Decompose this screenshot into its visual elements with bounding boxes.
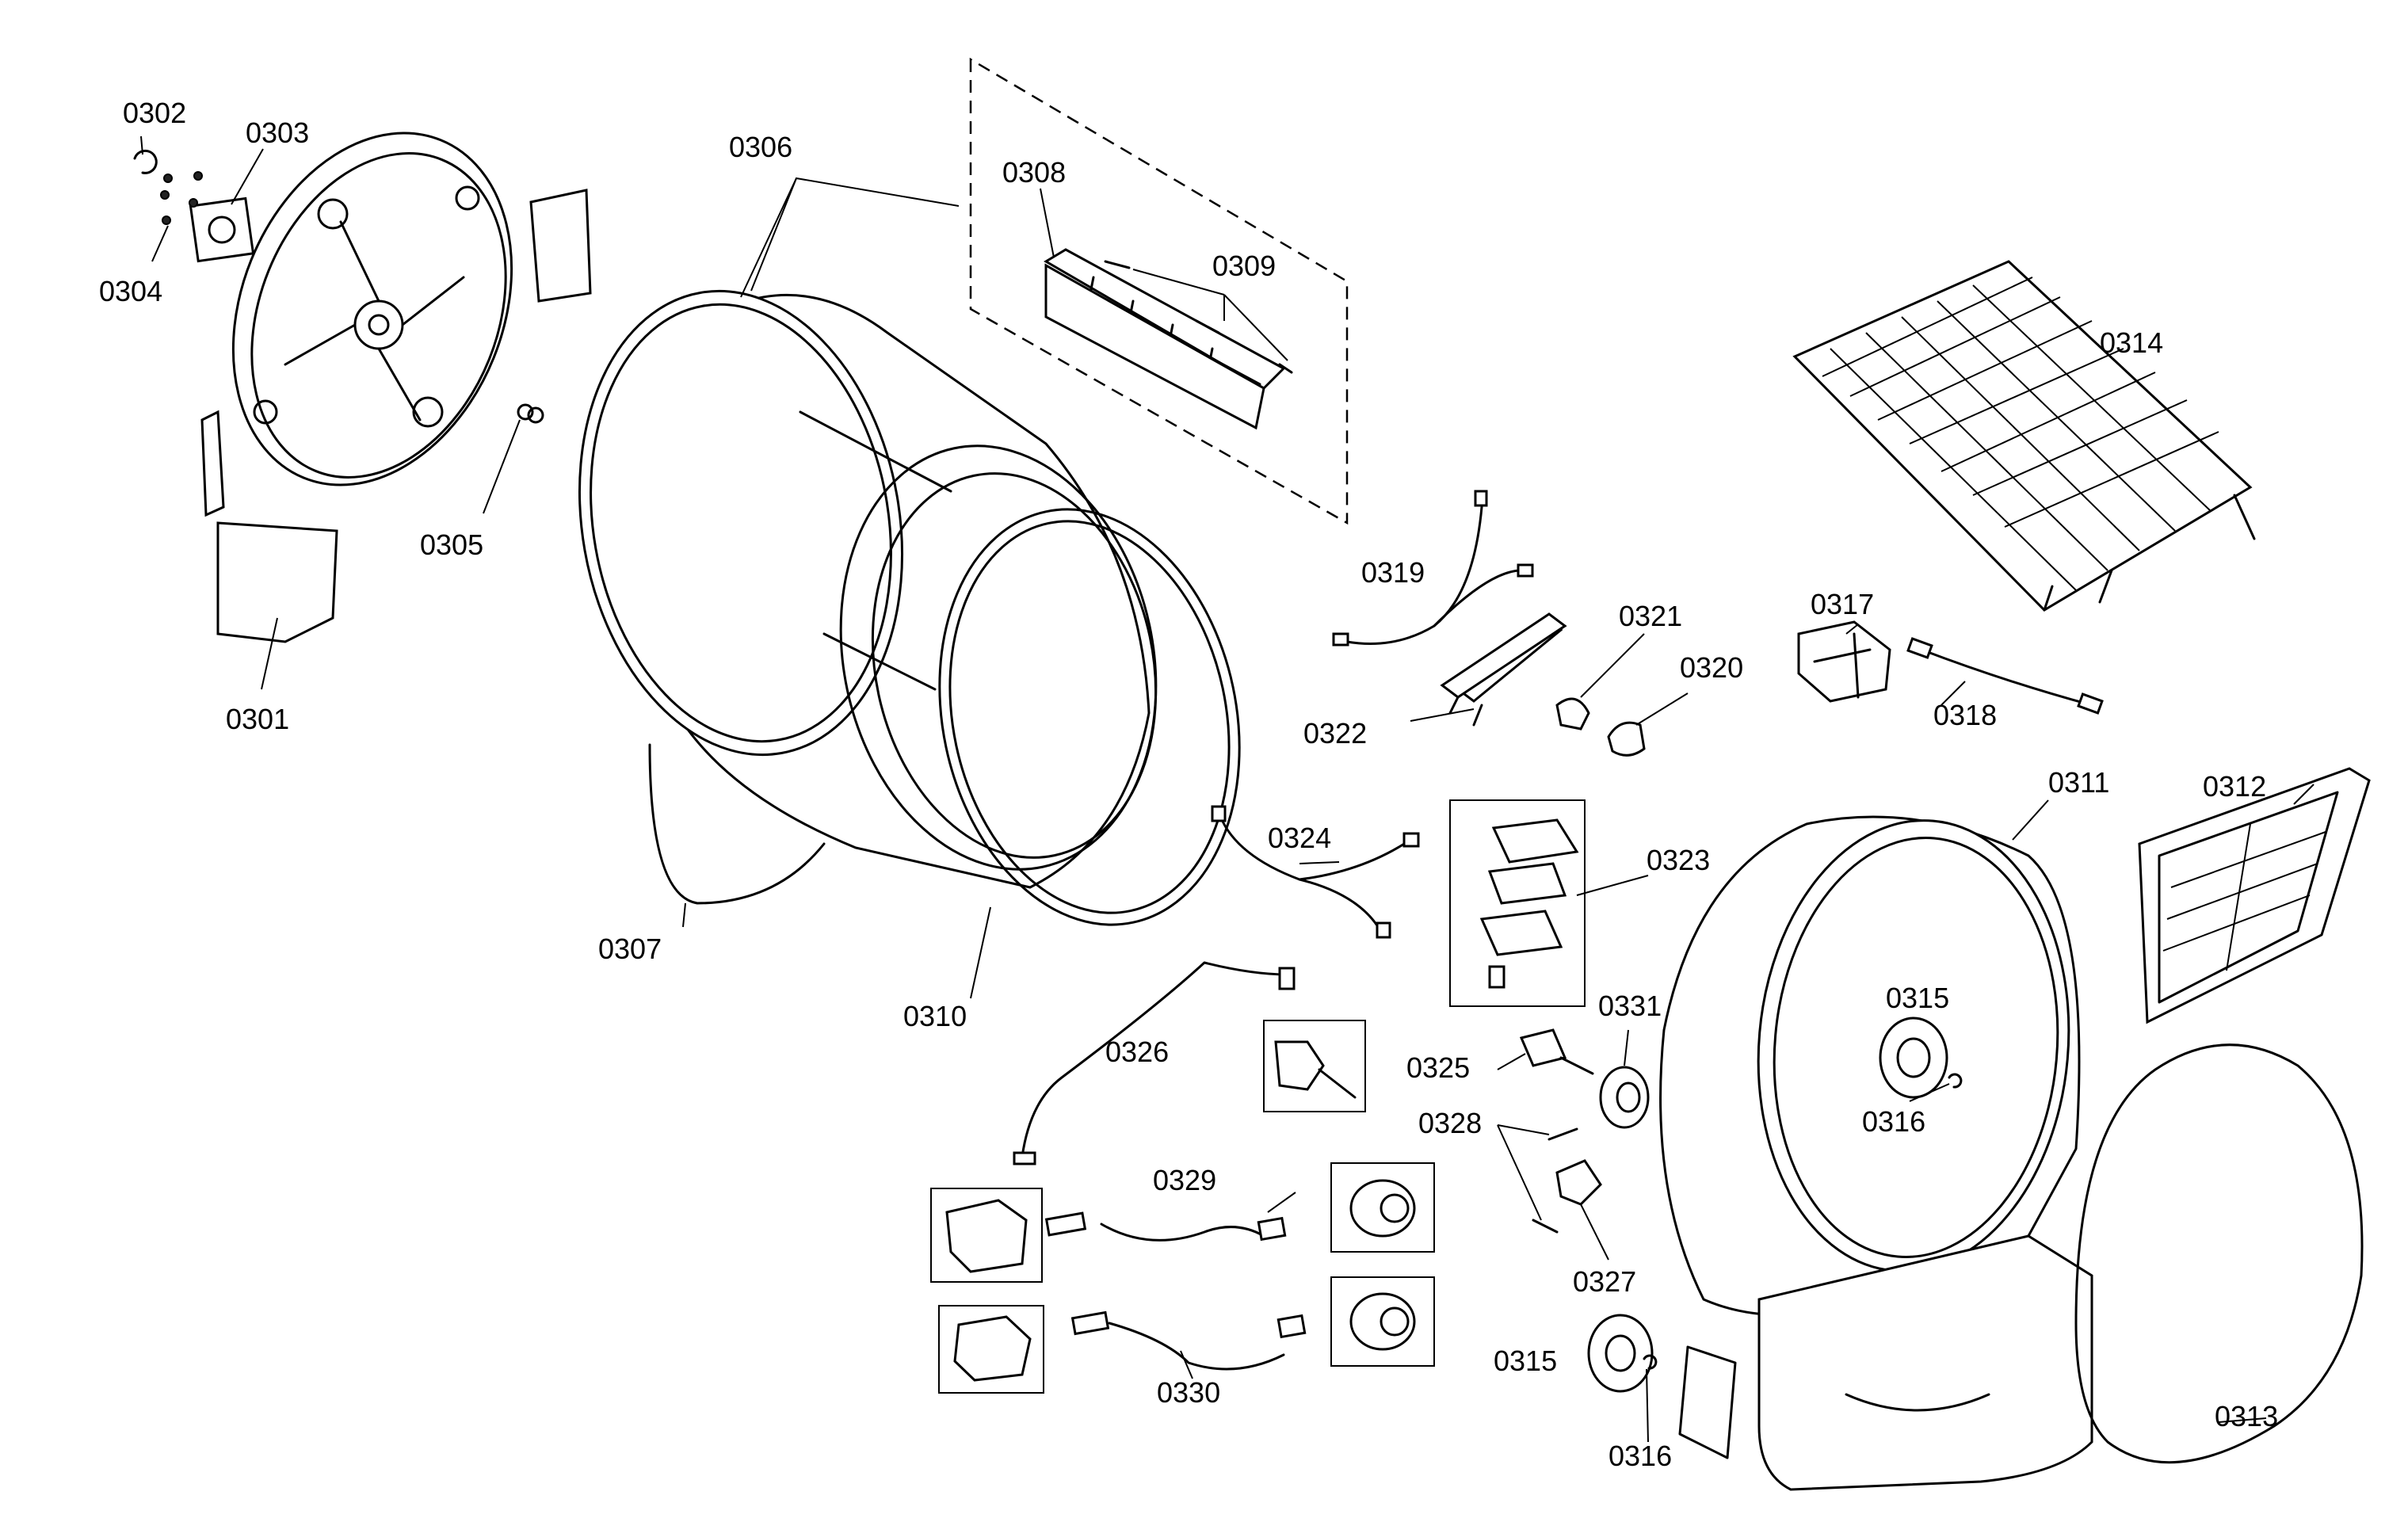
part-thermostat-box-1 — [1263, 1020, 1366, 1112]
part-0324-wire-harness — [1211, 805, 1420, 939]
callout-0315-a: 0315 — [1886, 982, 1949, 1014]
callout-0304: 0304 — [99, 275, 162, 307]
part-0318-cable — [1906, 637, 2104, 715]
callout-0324: 0324 — [1268, 822, 1331, 854]
part-0306-drum — [578, 289, 1158, 889]
part-0304-screws — [160, 171, 203, 225]
part-0319-wire-harness — [1332, 490, 1534, 647]
callout-0316-b: 0316 — [1609, 1440, 1672, 1472]
part-0325-sensor — [1519, 1028, 1594, 1075]
callout-0329: 0329 — [1153, 1164, 1216, 1196]
callout-0321: 0321 — [1619, 600, 1682, 632]
callout-0328: 0328 — [1418, 1107, 1482, 1139]
callout-0306: 0306 — [729, 131, 792, 163]
callout-0313: 0313 — [2215, 1400, 2278, 1432]
callout-0325: 0325 — [1406, 1051, 1470, 1084]
part-0309-screws — [1104, 260, 1293, 374]
callout-labels: 0301 0302 0303 0304 0305 0306 0307 0308 … — [99, 97, 2278, 1472]
part-0301-rear-bulkhead — [200, 132, 592, 643]
callout-0301: 0301 — [226, 703, 289, 735]
part-0331-roller — [1599, 1066, 1650, 1129]
leader-lines — [140, 135, 2315, 1443]
callout-0311: 0311 — [2048, 766, 2109, 799]
part-0328-screws — [1532, 1127, 1578, 1234]
part-0305-washer — [517, 403, 544, 424]
callout-0320: 0320 — [1680, 651, 1743, 684]
callout-0322: 0322 — [1303, 717, 1367, 750]
callout-0318: 0318 — [1933, 699, 1997, 731]
callout-0317: 0317 — [1811, 588, 1874, 620]
callout-0326: 0326 — [1105, 1036, 1169, 1068]
callout-0314: 0314 — [2100, 326, 2163, 359]
part-0320-lamp-cap — [1607, 721, 1646, 757]
callout-0308: 0308 — [1002, 156, 1066, 189]
callout-0305: 0305 — [420, 528, 483, 561]
part-0321-connector — [1555, 697, 1590, 730]
part-0310-front-seal — [938, 508, 1241, 926]
part-0303-bearing-plate — [189, 196, 255, 263]
part-0302-clip — [133, 149, 158, 174]
part-0311-front-bulkhead — [1659, 815, 2093, 1491]
callout-0303: 0303 — [246, 116, 309, 149]
part-0317-switch — [1797, 620, 1891, 703]
part-sensor-box-2 — [930, 1188, 1043, 1283]
callout-0327: 0327 — [1573, 1265, 1636, 1298]
part-0314-drying-rack — [1792, 260, 2256, 612]
part-0315-idler-pulley-1 — [1879, 1017, 1948, 1099]
callout-0307: 0307 — [598, 933, 662, 965]
part-0316-clip-2 — [1643, 1354, 1658, 1370]
callout-0315-b: 0315 — [1494, 1345, 1557, 1377]
callout-0331: 0331 — [1598, 990, 1662, 1022]
part-0327-thermal-fuse — [1555, 1159, 1602, 1206]
part-0312-filter — [2138, 767, 2371, 1024]
part-0323-sensor-set — [1449, 799, 1586, 1007]
callout-0309: 0309 — [1212, 250, 1276, 282]
part-0316-clip-1 — [1948, 1073, 1963, 1089]
callout-0323: 0323 — [1647, 844, 1710, 876]
part-0326-wire-harness — [1013, 961, 1296, 1165]
part-0307-drum-belt-strap — [648, 743, 826, 905]
callout-0312: 0312 — [2203, 770, 2266, 803]
part-0315-idler-pulley-2 — [1587, 1314, 1654, 1393]
part-0313-drive-belt — [2074, 1043, 2364, 1464]
part-0308-lifter-group — [969, 57, 1349, 525]
part-0329-wire-harness — [1044, 1211, 1287, 1242]
callout-0316-a: 0316 — [1862, 1105, 1925, 1138]
callout-0330: 0330 — [1157, 1376, 1220, 1409]
part-sensor-box-3 — [938, 1305, 1044, 1394]
part-0330-wire-harness — [1070, 1310, 1307, 1371]
part-0322-sensor-bracket — [1440, 612, 1567, 727]
part-thermostat-box-4 — [1330, 1162, 1435, 1253]
callout-0310: 0310 — [903, 1000, 967, 1032]
part-thermostat-box-5 — [1330, 1276, 1435, 1367]
callout-0319: 0319 — [1361, 556, 1425, 589]
callout-0302: 0302 — [123, 97, 186, 129]
